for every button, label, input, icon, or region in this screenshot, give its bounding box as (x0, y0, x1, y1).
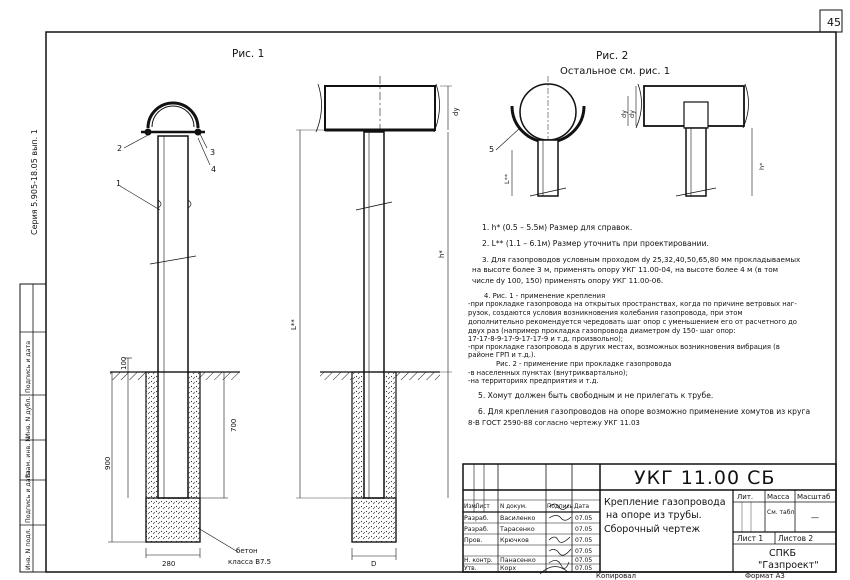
format-label: Формат А3 (745, 572, 785, 580)
series-label: Серия 5.905-18.05 вып. 1 (30, 129, 39, 235)
tb-header-list: Лист (475, 504, 490, 510)
drawing-name-2: на опоре из трубы. (606, 510, 702, 521)
tb-role-3: Пров. (464, 537, 482, 544)
side-stamp-label-2: Подпись и дата (25, 471, 32, 523)
note-2: 2. L** (1.1 – 6.1м) Размер уточнить при … (482, 239, 709, 248)
fig2-dim-L: L** (503, 173, 511, 184)
dim-280: 280 (162, 560, 175, 568)
callout-2: 2 (117, 144, 122, 153)
tb-role-1: Разраб. (464, 514, 489, 522)
tb-mass: Масса (767, 493, 789, 501)
note-4-line-3: рузок, создаются условия возникновения к… (468, 309, 743, 317)
fig2-dim-du-2: dу (628, 110, 636, 118)
sheet-number: 45 (827, 16, 841, 29)
tb-date-2: 07.05 (575, 526, 592, 533)
tb-name-6: Корх (500, 565, 516, 572)
organization-1: СПКБ (769, 548, 796, 559)
tb-role-5: Н. контр. (464, 557, 493, 564)
side-stamp-label-3: Взам. инв. N (25, 437, 32, 478)
concrete-label-1: бетон (236, 547, 258, 555)
fig-center-support (296, 76, 452, 560)
fig2-dim-du-1: dу (620, 110, 628, 118)
drawing-name-1: Крепление газопровода (604, 497, 726, 508)
note-3-line-1: 3. Для газопроводов условным проходом dу… (482, 255, 801, 264)
side-stamp-label-1: Инв. N подл. (25, 528, 32, 570)
fig2-support (495, 76, 753, 197)
tb-header-sign: Подпись (547, 504, 574, 510)
dim-100: 100 (120, 357, 128, 370)
tb-scale-value: — (811, 513, 819, 522)
dim-L: L** (290, 319, 298, 330)
side-stamp-label-4: Инв. N дубл. (24, 397, 32, 438)
note-6-line-2: 8-В ГОСТ 2590-88 согласно чертежу УКГ 11… (468, 419, 640, 427)
dim-700: 700 (230, 419, 238, 432)
note-5: 5. Хомут должен быть свободным и не прил… (478, 391, 714, 400)
tb-header-izm: Изм. (464, 504, 478, 510)
dim-du: dу (452, 107, 460, 116)
tb-name-3: Крючков (500, 537, 529, 544)
tb-role-2: Разраб. (464, 525, 489, 533)
note-3-line-3: числе dу 100, 150) применять опору УКГ 1… (472, 276, 664, 285)
tb-date-5: 07.05 (575, 557, 592, 564)
fig1-title: Рис. 1 (232, 48, 265, 60)
side-stamp (19, 283, 47, 573)
drawing-name-3: Сборочный чертеж (604, 524, 701, 535)
document-code: УКГ 11.00 СБ (634, 467, 775, 489)
fig1-support (108, 101, 240, 558)
tb-sheet: Лист 1 (737, 534, 763, 543)
dim-900: 900 (104, 457, 112, 470)
tb-header-date: Дата (574, 504, 589, 510)
sheet-number-box (819, 9, 843, 33)
tb-lit: Лит. (737, 493, 753, 501)
callout-4: 4 (211, 165, 216, 174)
note-4-line-6: 17-17-8-9-17-9-17-17-9 и т.д. произвольн… (468, 335, 624, 343)
note-6-line-1: 6. Для крепления газопроводов на опоре в… (478, 407, 811, 416)
callout-5: 5 (489, 145, 494, 154)
callout-1: 1 (116, 179, 121, 188)
note-4-line-5: двух раз (например прокладка газопровода… (468, 327, 736, 335)
note-4-line-11: -на территориях предприятия и т.д. (468, 377, 599, 385)
organization-2: "Газпроект" (758, 560, 819, 571)
note-3-line-2: на высоте более 3 м, применять опору УКГ… (472, 265, 779, 274)
note-4-line-8: районе ГРП и т.д.). (468, 351, 536, 359)
note-4-line-7: -при прокладке газопровода в других мест… (468, 343, 780, 351)
tb-name-5: Панасенко (500, 557, 536, 564)
title-block-grid (462, 463, 837, 575)
tb-role-6: Утв. (464, 565, 477, 572)
tb-date-1: 07.05 (575, 515, 592, 522)
note-4-line-10: -в населенных пунктах (внутриквартально)… (468, 369, 628, 377)
side-stamp-label-5: Подпись и дата (25, 341, 32, 393)
note-4-line-9: Рис. 2 - применение при прокладке газопр… (496, 360, 672, 368)
callout-3: 3 (210, 148, 215, 157)
fig2-dim-h: h* (758, 162, 766, 170)
tb-date-4: 07.05 (575, 548, 592, 555)
tb-scale: Масштаб (797, 493, 830, 501)
note-4-line-4: дополнительно рекомендуется чередовать ш… (468, 318, 797, 326)
tb-date-6: 07.05 (575, 565, 592, 572)
tb-name-1: Василенко (500, 515, 536, 522)
tb-header-ndoc: N докум. (500, 504, 527, 510)
note-4-line-2: -при прокладке газопровода на открытых п… (468, 300, 797, 308)
note-4-line-1: 4. Рис. 1 - применение крепления (484, 292, 606, 300)
dim-D: D (371, 560, 376, 568)
fig2-title: Рис. 2 (596, 50, 629, 62)
tb-sheets: Листов 2 (778, 534, 813, 543)
concrete-label-2: класса В7.5 (228, 558, 271, 566)
tb-name-2: Тарасенко (499, 526, 535, 533)
tb-mass-value: См. табл. (767, 509, 796, 516)
copied-label: Копировал (596, 572, 636, 580)
dim-h: h* (438, 250, 446, 258)
fig2-subtitle: Остальное см. рис. 1 (560, 66, 671, 77)
tb-date-3: 07.05 (575, 537, 592, 544)
note-1: 1. h* (0.5 – 5.5м) Размер для справок. (482, 223, 633, 232)
